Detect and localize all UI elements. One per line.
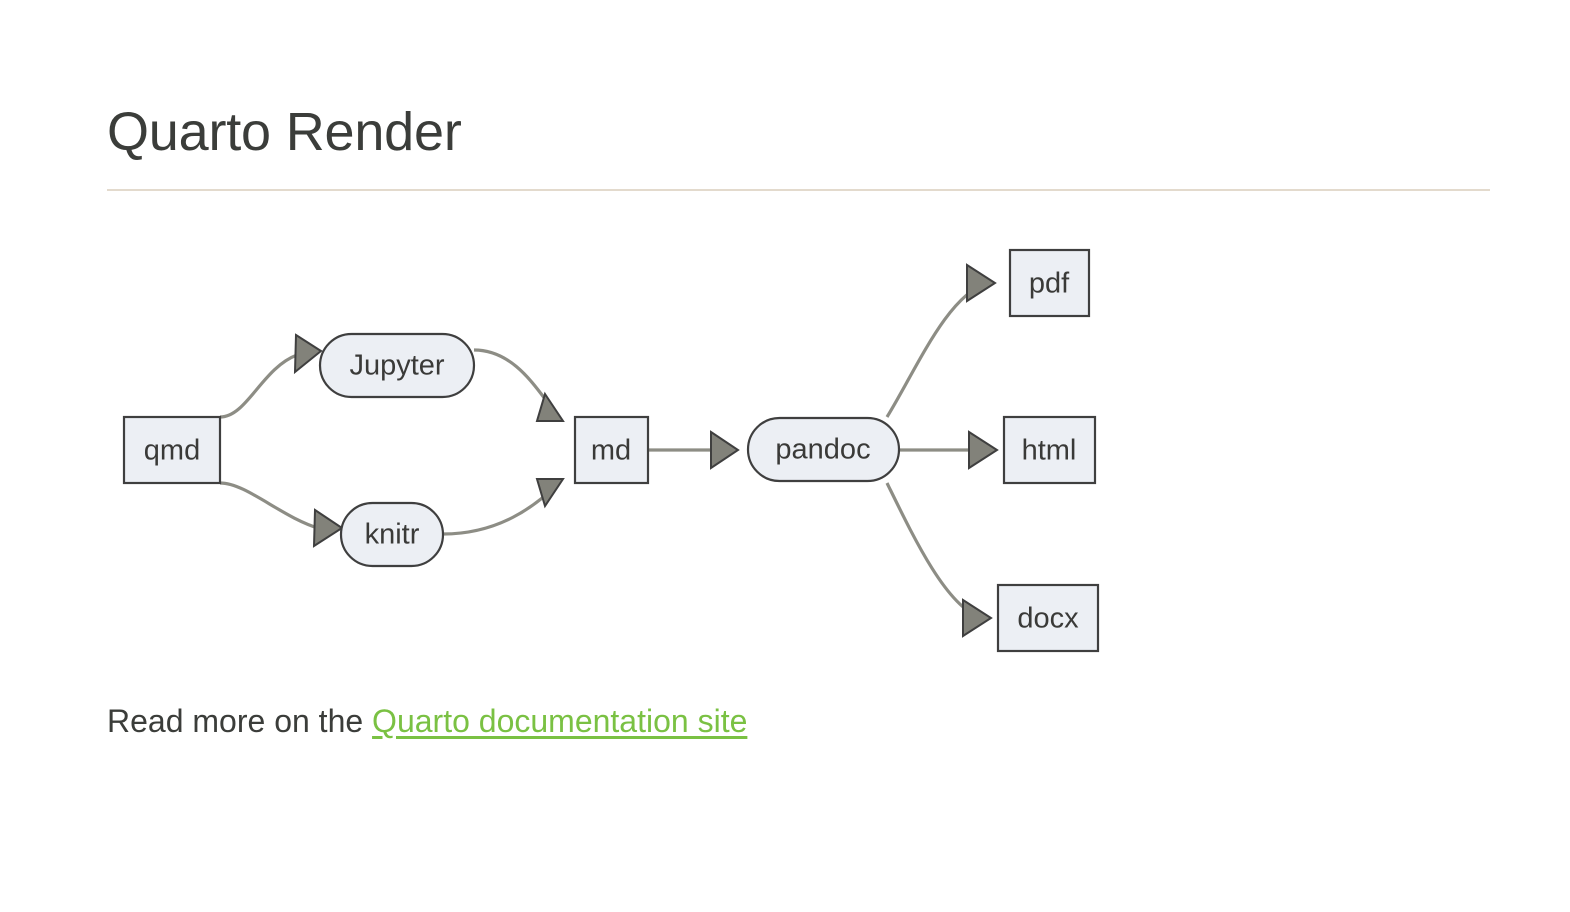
node-md[interactable]: md [573, 415, 650, 485]
edge-knitr-to-md [442, 483, 559, 536]
node-pandoc-label: pandoc [775, 434, 870, 466]
node-qmd[interactable]: qmd [122, 415, 222, 485]
node-knitr[interactable]: knitr [339, 501, 445, 568]
node-html-label: html [1022, 435, 1077, 467]
node-pdf-label: pdf [1029, 268, 1070, 300]
arrowhead-into-docx-icon [962, 598, 993, 638]
node-knitr-label: knitr [365, 519, 420, 551]
edge-pandoc-to-docx [885, 482, 980, 619]
node-jupyter[interactable]: Jupyter [318, 332, 476, 399]
node-pandoc[interactable]: pandoc [746, 416, 901, 483]
node-layer: qmd Jupyter knitr md [122, 248, 1100, 653]
node-pdf[interactable]: pdf [1008, 248, 1091, 318]
edge-qmd-to-jupyter [219, 353, 298, 419]
arrowhead-into-pdf-icon [966, 263, 997, 303]
edge-pandoc-to-pdf [885, 281, 988, 418]
arrowhead-into-pandoc-icon [710, 430, 740, 470]
node-jupyter-label: Jupyter [349, 350, 444, 382]
quarto-documentation-link[interactable]: Quarto documentation site [372, 703, 748, 739]
edge-qmd-to-knitr [219, 481, 322, 531]
node-html[interactable]: html [1002, 415, 1097, 485]
arrowhead-into-jupyter-icon [293, 333, 323, 375]
node-docx-label: docx [1017, 603, 1079, 635]
flowchart-svg: qmd Jupyter knitr md [122, 248, 1100, 653]
read-more-paragraph: Read more on the Quarto documentation si… [107, 700, 747, 743]
node-qmd-label: qmd [144, 435, 200, 467]
title-divider [107, 189, 1490, 191]
node-md-label: md [591, 435, 631, 467]
page-title: Quarto Render [107, 102, 462, 162]
node-docx[interactable]: docx [996, 583, 1100, 653]
arrowhead-layer [293, 263, 999, 638]
arrowhead-into-knitr-icon [312, 508, 344, 548]
arrowhead-into-md-bottom-icon [535, 478, 565, 509]
arrowhead-into-html-icon [968, 430, 999, 470]
quarto-render-flowchart: qmd Jupyter knitr md [107, 218, 1117, 653]
arrowhead-into-md-top-icon [535, 391, 565, 422]
read-more-lead-text: Read more on the [107, 703, 373, 739]
